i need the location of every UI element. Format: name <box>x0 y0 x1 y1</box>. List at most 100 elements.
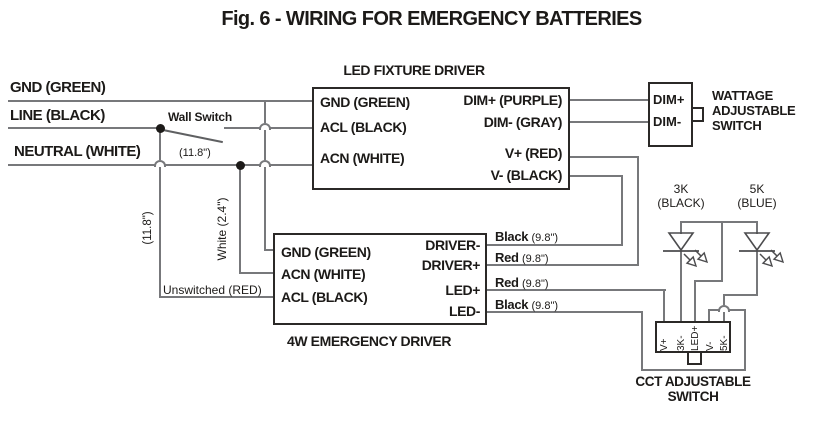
wire-white-drop <box>239 165 241 274</box>
emergency-driver-title: 4W EMERGENCY DRIVER <box>286 333 452 349</box>
wire-driver-minus-black <box>487 244 623 246</box>
neutral-length-label: (11.8") <box>179 147 211 159</box>
wire-length: (9.8") <box>531 300 559 312</box>
wire-gnd-drop-foot <box>264 249 275 251</box>
led-3k-icon <box>663 232 709 268</box>
wattage-label-3: SWITCH <box>712 118 762 133</box>
cct-switch-tab <box>687 351 702 365</box>
wire-vplus-top <box>570 156 639 158</box>
wattage-switch-tab <box>691 107 704 122</box>
wire-ledplus-terminal-drop <box>694 280 696 322</box>
led-5k-icon <box>739 232 785 268</box>
wire-led-minus-drop <box>641 311 643 371</box>
wire-driver-plus-red <box>487 264 639 266</box>
wire-dim-plus <box>570 99 648 101</box>
wire-white-drop-foot <box>239 272 275 274</box>
wire-color: Red <box>495 275 519 290</box>
wire-line-bus-left <box>8 127 161 129</box>
wire-hop <box>259 160 271 167</box>
wire-5k-terminal-b <box>723 312 725 322</box>
cct-switch-label-line1: CCT ADJUSTABLE <box>635 374 751 389</box>
wall-switch-label: Wall Switch <box>168 110 233 124</box>
led-5k-label-2: (BLUE) <box>737 196 777 210</box>
wire-label-driver-minus: Black (9.8") <box>495 229 558 244</box>
wire-led-minus-black <box>487 311 643 313</box>
wattage-dim-minus: DIM- <box>653 114 682 129</box>
wire-ledplus-jog <box>694 280 723 282</box>
wire-switched-drop-a <box>159 128 161 160</box>
cct-terminal-3k-minus: 3K- <box>676 335 687 351</box>
wire-vminus-top <box>570 175 623 177</box>
wire-gnd-drop-b <box>264 130 266 160</box>
emergency-driver-box <box>273 233 487 325</box>
cct-switch-label-line2: SWITCH <box>667 389 719 404</box>
wire-5k-cathode-drop <box>756 251 758 296</box>
wire-color: Red <box>495 250 519 265</box>
wire-hop <box>154 160 166 167</box>
led-fixture-driver-title: LED FIXTURE DRIVER <box>343 62 485 78</box>
wire-right-riser <box>744 309 746 371</box>
wire-3k-anode-stub <box>680 221 682 234</box>
ed-input-gnd: GND (GREEN) <box>281 244 371 260</box>
unswitched-label: Unswitched (RED) <box>163 283 262 297</box>
gnd-bus-label: GND (GREEN) <box>10 79 106 96</box>
wire-bus-drop <box>721 221 723 282</box>
ed-output-driver-plus: DRIVER+ <box>421 257 481 273</box>
wire-hop <box>718 305 730 312</box>
cct-terminal-5k-minus: 5K- <box>719 335 730 351</box>
wire-gnd-bus <box>8 100 312 102</box>
wire-unswitched-run <box>159 296 275 298</box>
wire-label-driver-plus: Red (9.8") <box>495 250 549 265</box>
wire-vplus-riser <box>637 156 639 266</box>
ed-input-acn: ACN (WHITE) <box>281 266 366 282</box>
wire-gnd-drop-c <box>264 167 266 251</box>
led-fixture-driver-box <box>312 87 570 190</box>
cct-switch-label: CCT ADJUSTABLE SWITCH <box>633 374 753 404</box>
lfd-input-gnd: GND (GREEN) <box>320 94 410 110</box>
white-wire-label: White (2.4") <box>215 197 229 261</box>
led-3k-label-2: (BLACK) <box>657 196 705 210</box>
wire-anode-bus <box>682 221 758 223</box>
wire-hop <box>259 123 271 130</box>
led-5k-label-1: 5K <box>749 182 765 196</box>
wall-switch-blade <box>162 129 223 144</box>
ed-output-led-minus: LED- <box>448 303 480 319</box>
wire-dim-minus <box>570 121 648 123</box>
wattage-label-2: ADJUSTABLE <box>712 103 796 118</box>
lfd-output-dim-minus: DIM- (GRAY) <box>483 114 563 130</box>
lfd-input-acn: ACN (WHITE) <box>320 150 405 166</box>
wire-label-led-minus: Black (9.8") <box>495 297 558 312</box>
wire-vminus-cct-stub <box>708 309 710 322</box>
neutral-junction-dot <box>236 161 245 170</box>
wire-label-led-plus: Red (9.8") <box>495 275 549 290</box>
wire-led-plus-drop <box>663 289 665 322</box>
wall-switch-contact-dot <box>156 124 165 133</box>
drop-length-label: (11.8") <box>142 211 154 245</box>
ed-input-acl: ACL (BLACK) <box>281 289 368 305</box>
wire-3k-cathode-drop <box>680 251 682 322</box>
ed-output-driver-minus: DRIVER- <box>425 237 480 253</box>
cct-terminal-v-plus: V+ <box>659 338 670 351</box>
wattage-label-1: WATTAGE <box>712 88 773 103</box>
wire-5k-jog <box>723 294 758 296</box>
wire-length: (9.8") <box>521 253 549 265</box>
wire-color: Black <box>495 229 529 244</box>
lfd-output-v-plus: V+ (RED) <box>504 145 562 161</box>
wire-bottom-run <box>641 369 746 371</box>
wire-color: Black <box>495 297 529 312</box>
led-3k-label-1: 3K <box>673 182 689 196</box>
cct-terminal-led-plus: LED+ <box>690 325 701 351</box>
wire-vminus-riser <box>621 175 623 246</box>
ed-output-led-plus: LED+ <box>445 282 480 298</box>
wire-led-plus-red <box>487 289 666 291</box>
wire-gnd-drop-a <box>264 101 266 123</box>
wire-5k-anode-stub <box>756 221 758 234</box>
wire-length: (9.8") <box>521 278 549 290</box>
wire-length: (9.8") <box>531 232 559 244</box>
figure-title: Fig. 6 - WIRING FOR EMERGENCY BATTERIES <box>221 8 642 30</box>
neutral-bus-label: NEUTRAL (WHITE) <box>14 143 141 160</box>
lfd-input-acl: ACL (BLACK) <box>320 119 407 135</box>
wire-switched-drop-b <box>159 167 161 298</box>
wattage-dim-plus: DIM+ <box>653 92 685 107</box>
